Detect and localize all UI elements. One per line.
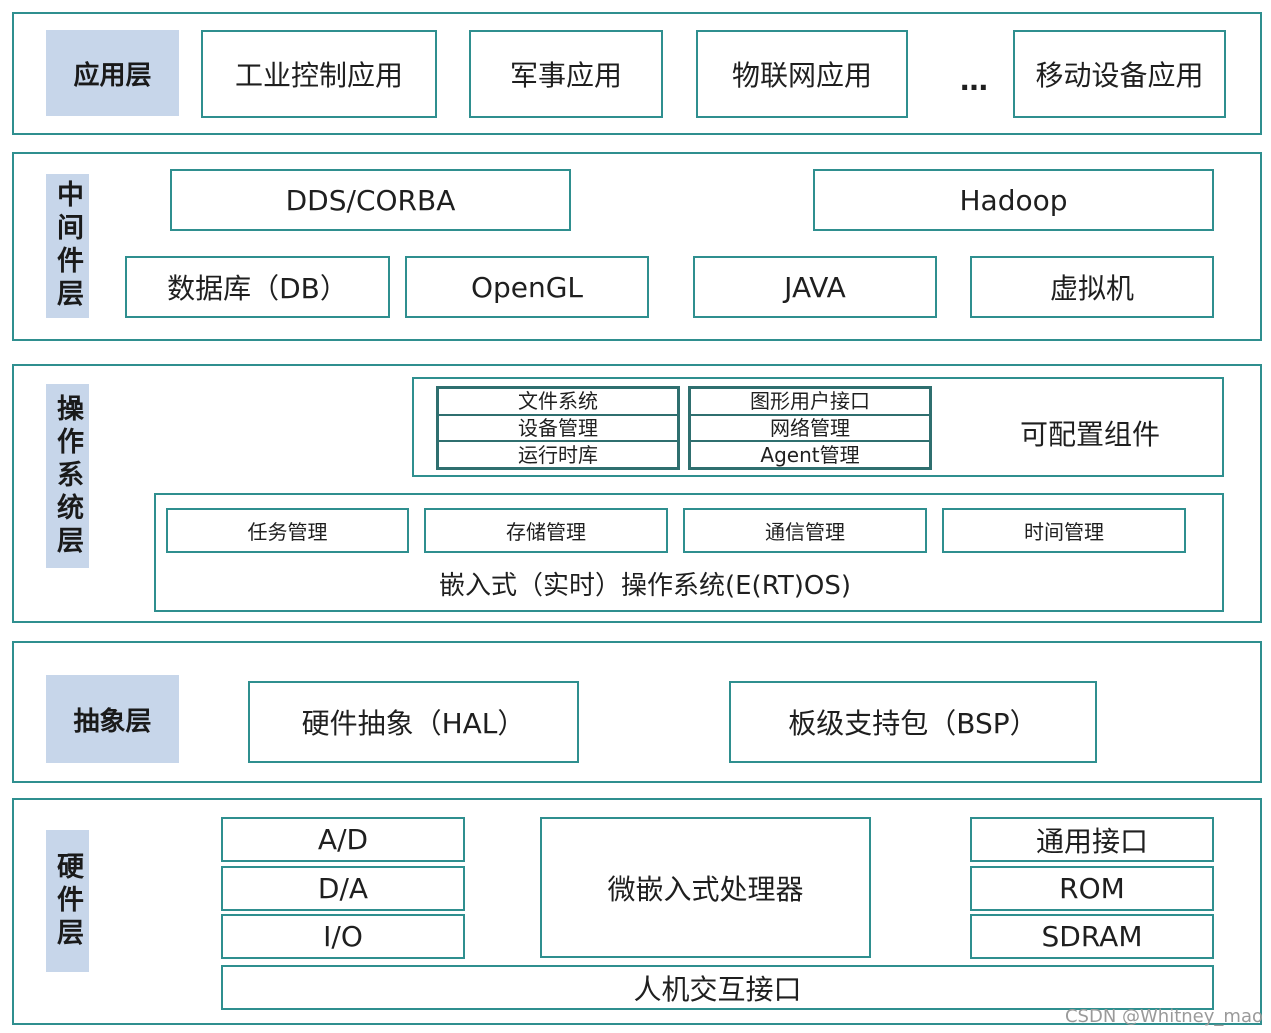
middleware-layer-label: 中间件层 [46,174,89,318]
config-agent-management: Agent管理 [760,442,860,467]
hardware-layer-label: 硬件层 [46,830,89,972]
os-layer-label: 操作系统层 [46,384,89,568]
middleware-java: JAVA [693,256,937,318]
abstraction-bsp: 板级支持包（BSP） [729,681,1097,763]
hardware-micro-processor: 微嵌入式处理器 [540,817,871,958]
middleware-dds-corba: DDS/CORBA [170,169,571,231]
app-military: 军事应用 [469,30,663,118]
hardware-sdram: SDRAM [970,914,1214,959]
hardware-ad: A/D [221,817,465,862]
application-layer-label: 应用层 [46,30,179,116]
rtos-title: 嵌入式（实时）操作系统(E(RT)OS) [438,570,852,601]
config-right-group: 图形用户接口 网络管理 Agent管理 [688,386,932,470]
kernel-storage-management: 存储管理 [424,508,668,553]
config-runtime-library: 运行时库 [518,442,598,467]
hardware-da: D/A [221,866,465,911]
middleware-database: 数据库（DB） [125,256,390,318]
hardware-hmi-interface: 人机交互接口 [221,965,1214,1010]
config-gui: 图形用户接口 [691,389,929,416]
abstraction-hal: 硬件抽象（HAL） [248,681,579,763]
config-device-management: 设备管理 [439,416,677,443]
kernel-time-management: 时间管理 [942,508,1186,553]
hardware-io: I/O [221,914,465,959]
kernel-task-management: 任务管理 [166,508,409,553]
middleware-opengl: OpenGL [405,256,649,318]
middleware-virtual-machine: 虚拟机 [970,256,1214,318]
middleware-hadoop: Hadoop [813,169,1214,231]
abstraction-layer-label: 抽象层 [46,675,179,763]
hardware-general-interface: 通用接口 [970,817,1214,862]
app-mobile-device: 移动设备应用 [1013,30,1226,118]
config-network-management: 网络管理 [691,416,929,443]
app-ellipsis: … [960,63,988,97]
watermark: CSDN @Whitney_mao [1064,1006,1263,1027]
app-industrial-control: 工业控制应用 [201,30,437,118]
config-left-group: 文件系统 设备管理 运行时库 [436,386,680,470]
hardware-rom: ROM [970,866,1214,911]
configurable-components-title: 可配置组件 [1019,418,1160,451]
config-file-system: 文件系统 [439,389,677,416]
app-iot: 物联网应用 [696,30,908,118]
kernel-communication-management: 通信管理 [683,508,927,553]
